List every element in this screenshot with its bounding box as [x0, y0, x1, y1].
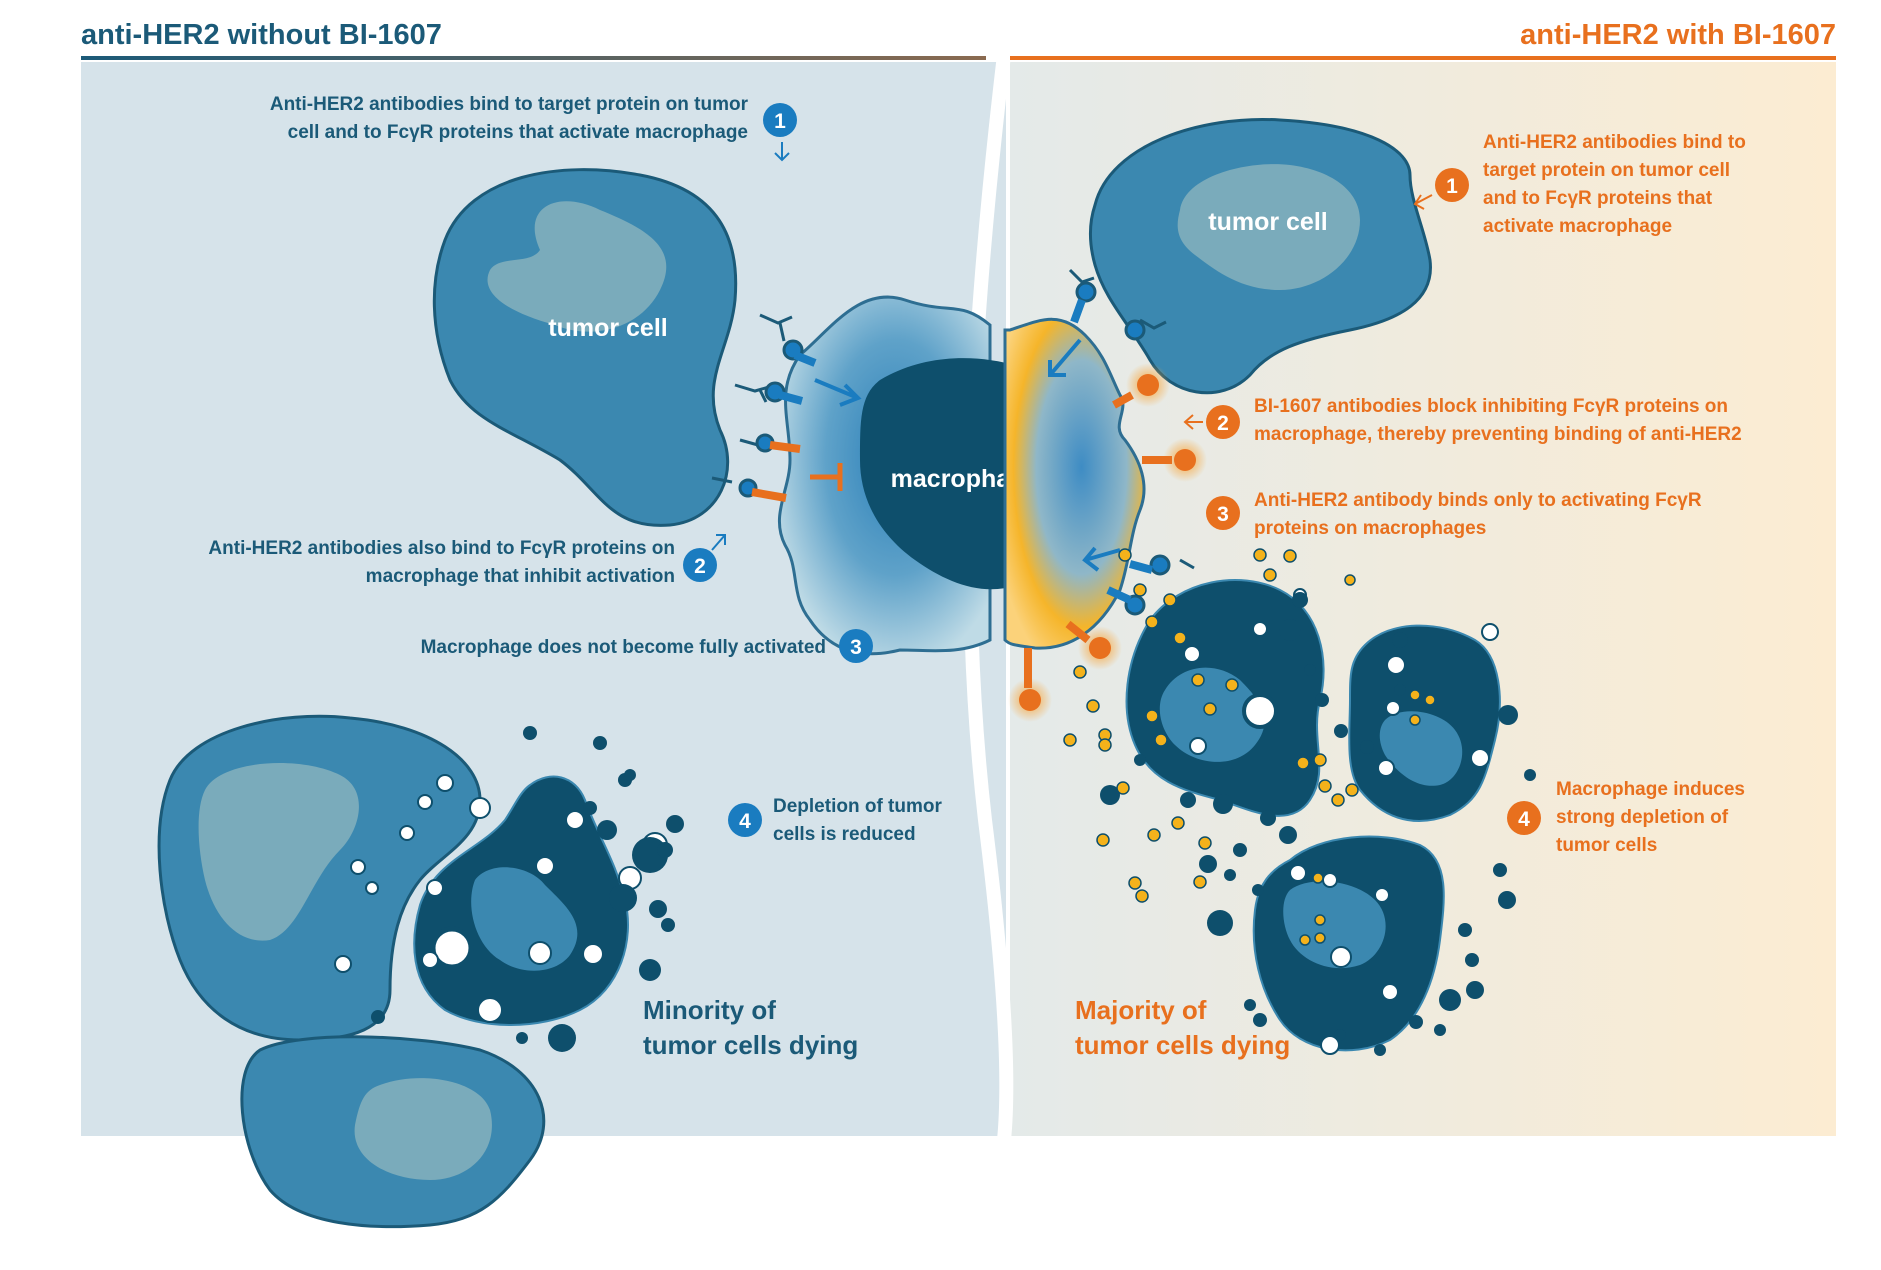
- right-step-2: 2 BI-1607 antibodies block inhibiting Fc…: [1183, 396, 1742, 445]
- left-step-4-badge: [728, 803, 762, 837]
- right-step-4: 4 Macrophage induces strong depletion of…: [1507, 779, 1745, 856]
- svg-text:Minority of: Minority of: [643, 995, 776, 1025]
- svg-text:Macrophage does not become ful: Macrophage does not become fully activat…: [421, 637, 826, 658]
- right-activation-arrow-1: [1048, 338, 1082, 377]
- left-healthy-tumor-cell-lower: [240, 1035, 546, 1229]
- right-tumor-cell: tumor cell: [1089, 117, 1432, 395]
- right-bi1607-blocker-4: [1008, 648, 1052, 722]
- left-step-1-arrow: [774, 142, 790, 162]
- right-bi1607-blocker-2: [1142, 438, 1207, 482]
- left-inhibition-mark: [810, 463, 843, 491]
- right-antibody-activating-2: [1124, 318, 1167, 341]
- right-antibody-activating-3: [1128, 554, 1195, 576]
- left-step-2-arrow: [711, 534, 726, 551]
- right-outcome: Majority of tumor cells dying: [1075, 995, 1290, 1060]
- right-panel-title: anti-HER2 with BI-1607: [1520, 19, 1836, 51]
- right-debris-yellow: [1063, 548, 1436, 946]
- left-dying-tumor-cell: [413, 775, 629, 1026]
- right-step-2-arrow: [1183, 414, 1203, 430]
- left-tumor-label: tumor cell: [548, 314, 667, 342]
- svg-text:tumor cells dying: tumor cells dying: [643, 1030, 858, 1060]
- right-antibody-activating-4: [1106, 586, 1146, 616]
- left-outcome: Minority of tumor cells dying: [643, 995, 858, 1060]
- left-step-2-badge: [683, 548, 717, 582]
- svg-text:tumor cells dying: tumor cells dying: [1075, 1030, 1290, 1060]
- svg-text:proteins on macrophages: proteins on macrophages: [1254, 518, 1486, 539]
- left-debris: [334, 774, 668, 1023]
- right-bi1607-blocker-3: [1065, 620, 1122, 670]
- svg-text:macrophage that inhibit activa: macrophage that inhibit activation: [366, 566, 675, 587]
- svg-text:3: 3: [1217, 503, 1229, 526]
- svg-text:Majority of: Majority of: [1075, 995, 1207, 1025]
- svg-text:2: 2: [694, 555, 706, 578]
- right-tumor-label: tumor cell: [1208, 208, 1327, 236]
- right-debris-white: [1183, 588, 1499, 1055]
- right-step-2-badge: [1206, 405, 1240, 439]
- svg-text:Depletion of tumor: Depletion of tumor: [773, 796, 942, 817]
- right-macrophage: [1003, 317, 1146, 650]
- right-antibody-activating-1: [1068, 268, 1097, 324]
- left-antibody-activating-2: [734, 381, 804, 405]
- svg-text:Anti-HER2 antibodies also bind: Anti-HER2 antibodies also bind to FcγR p…: [208, 538, 675, 559]
- right-step-3: 3 Anti-HER2 antibody binds only to activ…: [1206, 490, 1702, 539]
- right-step-1-arrow: [1413, 194, 1433, 210]
- left-antibody-inhibiting-1: [739, 433, 801, 453]
- svg-text:BI-1607 antibodies block inhib: BI-1607 antibodies block inhibiting FcγR…: [1254, 396, 1728, 417]
- left-tumor-cell: tumor cell: [432, 168, 738, 527]
- left-step-4: 4 Depletion of tumor cells is reduced: [728, 796, 942, 845]
- left-panel-title: anti-HER2 without BI-1607: [81, 19, 442, 51]
- right-debris-dark: [1100, 592, 1536, 1056]
- svg-text:macrophage, thereby preventing: macrophage, thereby preventing binding o…: [1254, 424, 1742, 445]
- right-step-1: 1 Anti-HER2 antibodies bind to target pr…: [1413, 132, 1746, 237]
- svg-text:target protein on tumor cell: target protein on tumor cell: [1483, 160, 1730, 181]
- svg-text:cells is reduced: cells is reduced: [773, 824, 916, 845]
- right-bi1607-blocker-1: [1112, 363, 1170, 409]
- svg-text:4: 4: [739, 810, 751, 833]
- svg-text:3: 3: [850, 636, 862, 659]
- right-step-1-badge: [1435, 168, 1469, 202]
- left-activation-arrow: [814, 378, 862, 407]
- left-step-2: 2 Anti-HER2 antibodies also bind to FcγR…: [208, 534, 726, 587]
- left-step-1: 1 Anti-HER2 antibodies bind to target pr…: [270, 94, 797, 162]
- svg-text:Macrophage induces: Macrophage induces: [1556, 779, 1745, 800]
- left-antibody-activating-1: [759, 313, 817, 367]
- right-activation-arrow-2: [1082, 546, 1121, 572]
- left-step-1-badge: [763, 103, 797, 137]
- svg-text:1: 1: [1446, 175, 1458, 198]
- svg-text:tumor cells: tumor cells: [1556, 835, 1657, 856]
- left-step-3-badge: [839, 629, 873, 663]
- left-debris-dark: [371, 726, 684, 1052]
- right-step-3-badge: [1206, 496, 1240, 530]
- svg-text:1: 1: [774, 110, 786, 133]
- svg-text:Anti-HER2 antibody binds only: Anti-HER2 antibody binds only to activat…: [1254, 490, 1702, 511]
- svg-text:Anti-HER2 antibodies bind to: Anti-HER2 antibodies bind to: [1483, 132, 1746, 153]
- svg-text:Anti-HER2 antibodies bind to t: Anti-HER2 antibodies bind to target prot…: [270, 94, 749, 115]
- left-antibody-inhibiting-2: [711, 476, 787, 502]
- left-step-3: 3 Macrophage does not become fully activ…: [421, 629, 873, 663]
- right-header-rule: [1010, 56, 1836, 60]
- svg-text:activate macrophage: activate macrophage: [1483, 216, 1672, 237]
- svg-text:and to FcγR proteins that: and to FcγR proteins that: [1483, 188, 1713, 209]
- panel-divider: [963, 54, 1014, 1141]
- svg-text:4: 4: [1518, 808, 1530, 831]
- left-header-rule: [81, 56, 986, 60]
- right-step-4-badge: [1507, 801, 1541, 835]
- svg-text:2: 2: [1217, 412, 1229, 435]
- svg-text:cell and to FcγR proteins that: cell and to FcγR proteins that activate …: [288, 122, 748, 143]
- left-healthy-tumor-cell-upper: [157, 714, 482, 1042]
- svg-text:strong depletion of: strong depletion of: [1556, 807, 1729, 828]
